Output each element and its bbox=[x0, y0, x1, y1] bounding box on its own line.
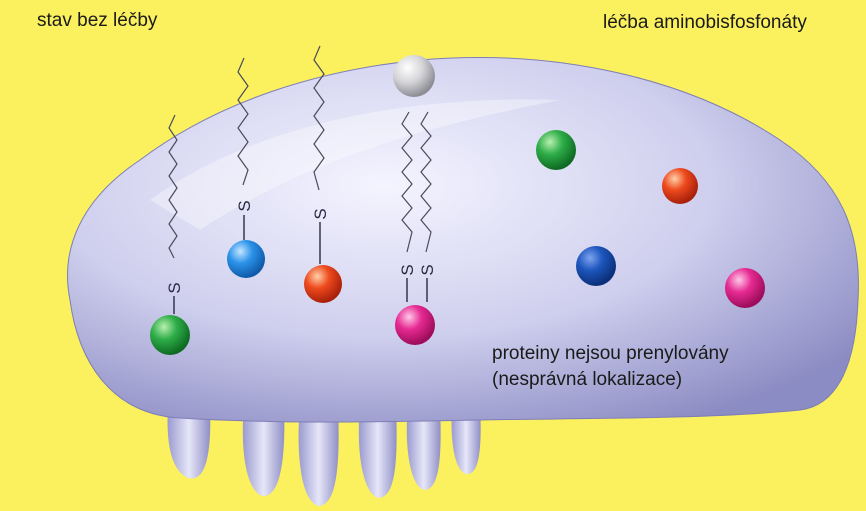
protein-darkblue-free bbox=[576, 246, 616, 286]
label-treated: léčba aminobisfosfonáty bbox=[603, 12, 807, 34]
sulfur-label: S bbox=[165, 282, 184, 293]
sulfur-label: S bbox=[311, 208, 330, 219]
protein-magenta-free bbox=[725, 268, 765, 308]
protein-red-free bbox=[662, 168, 698, 204]
sulfur-label: S bbox=[398, 264, 417, 275]
caption: proteiny nejsou prenylovány (nesprávná l… bbox=[492, 341, 729, 393]
protein-green-free bbox=[536, 130, 576, 170]
sulfur-label: S bbox=[235, 200, 254, 211]
sulfur-label: S bbox=[418, 264, 437, 275]
protein-grey bbox=[393, 55, 435, 97]
protein-green-anchored bbox=[150, 315, 190, 355]
caption-line-2: (nesprávná lokalizace) bbox=[492, 367, 729, 393]
caption-line-1: proteiny nejsou prenylovány bbox=[492, 341, 729, 367]
label-untreated: stav bez léčby bbox=[37, 10, 157, 32]
protein-red-anchored bbox=[304, 265, 342, 303]
protein-magenta-anchored bbox=[395, 305, 435, 345]
protein-blue-anchored bbox=[227, 240, 265, 278]
